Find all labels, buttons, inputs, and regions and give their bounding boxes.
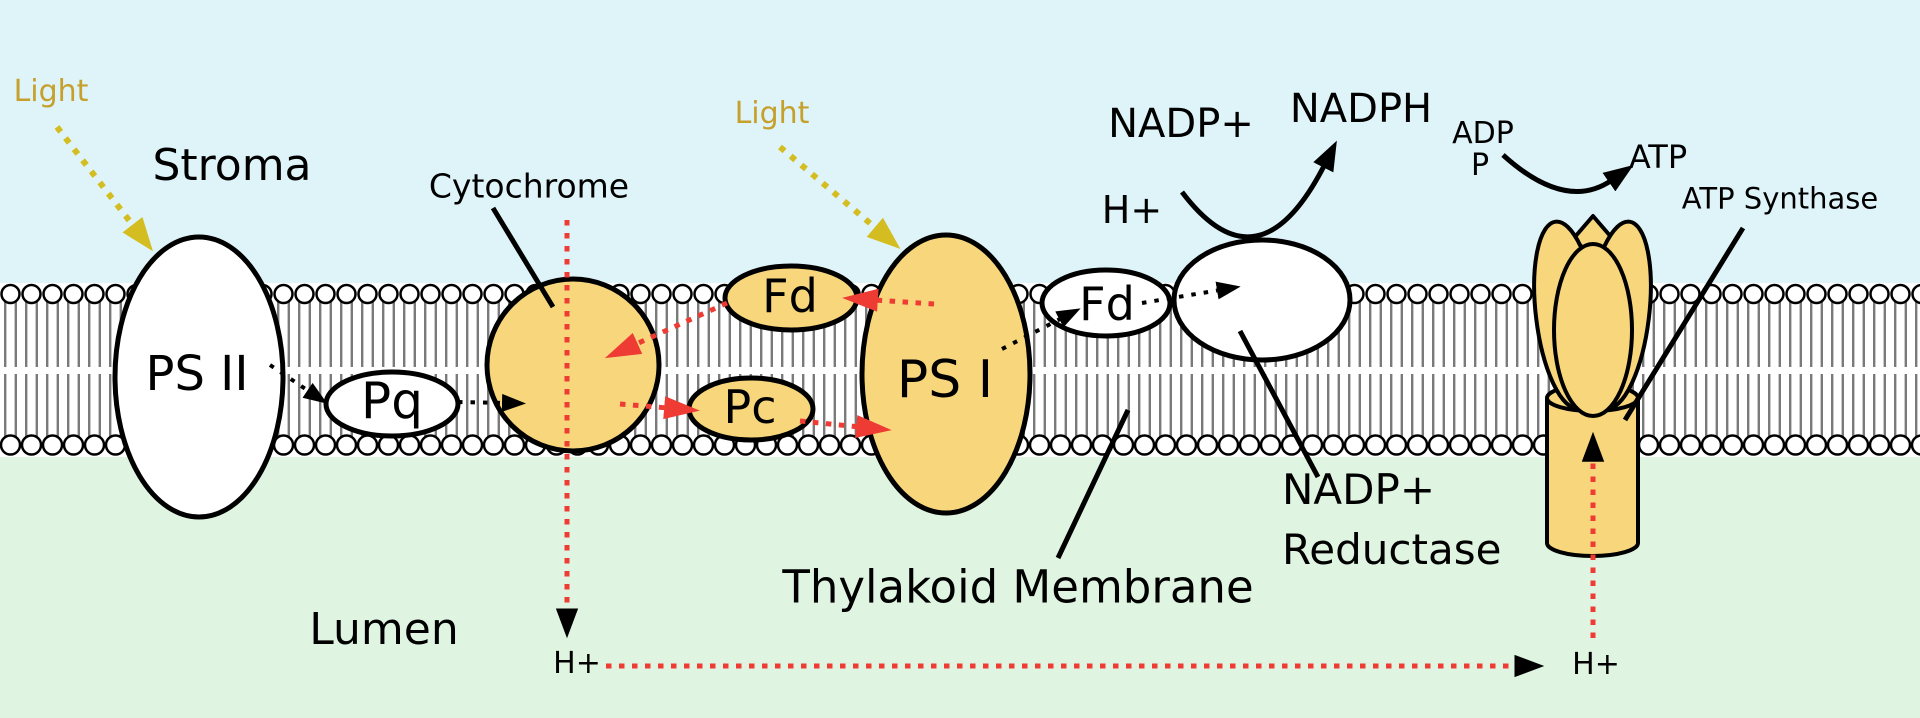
arrow-pq-to-cytochrome (457, 393, 526, 412)
atp-synthase-head (1552, 242, 1634, 418)
ps1-label: PS I (896, 350, 994, 410)
nadp-label: NADP+ (1108, 101, 1254, 147)
pq-label: Pq (361, 372, 423, 430)
arrow-fd2-to-reductase (1141, 281, 1241, 305)
nadp-reductase-ellipse (1171, 237, 1353, 363)
nadp-reductase-label-line1: NADP+ (1282, 465, 1436, 514)
light-label-1: Light (13, 74, 89, 109)
reductase-pointer-line (1237, 329, 1321, 479)
lumen-label: Lumen (309, 604, 459, 655)
ps2-ellipse (112, 234, 286, 520)
h-lumen-right-label: H+ (1572, 647, 1620, 682)
cytochrome-label: Cytochrome (428, 166, 630, 206)
h-stroma-label: H+ (1101, 188, 1163, 232)
h-lumen-left-label: H+ (553, 646, 601, 681)
arrow-ps2-to-pq (268, 363, 328, 404)
atp-label: ATP (1628, 138, 1688, 176)
pc-label: Pc (723, 380, 777, 434)
arrow-cytochrome-to-pc (619, 396, 700, 420)
adp-label: ADP (1452, 116, 1514, 151)
phosphate-label: P (1470, 148, 1490, 183)
arrow-fd1-to-cytochrome (604, 300, 729, 359)
membrane-pointer-line (1055, 408, 1131, 560)
ps2-label: PS II (145, 346, 249, 402)
arrow-pc-to-ps1 (799, 415, 892, 439)
nadp-reductase-label: NADP+ Reductase (1282, 460, 1501, 579)
fd2-label: Fd (1079, 277, 1135, 331)
atp-synthase-label: ATP Synthase (1681, 181, 1879, 216)
thylakoid-membrane-label: Thylakoid Membrane (782, 560, 1254, 614)
stroma-label: Stroma (152, 140, 312, 191)
arrow-adp-to-atp (1501, 153, 1634, 194)
atp-synthase-pointer-line (1622, 226, 1746, 422)
nadp-reductase-label-line2: Reductase (1282, 524, 1502, 574)
arrow-ps1-to-fd1 (842, 288, 935, 312)
cytochrome-circle (484, 276, 662, 454)
nadph-label: NADPH (1289, 86, 1433, 132)
cytochrome-pointer-line (490, 206, 556, 309)
light-label-2: Light (734, 96, 810, 131)
arrow-nadp-to-nadph (1180, 140, 1337, 240)
fd1-label: Fd (762, 269, 818, 323)
